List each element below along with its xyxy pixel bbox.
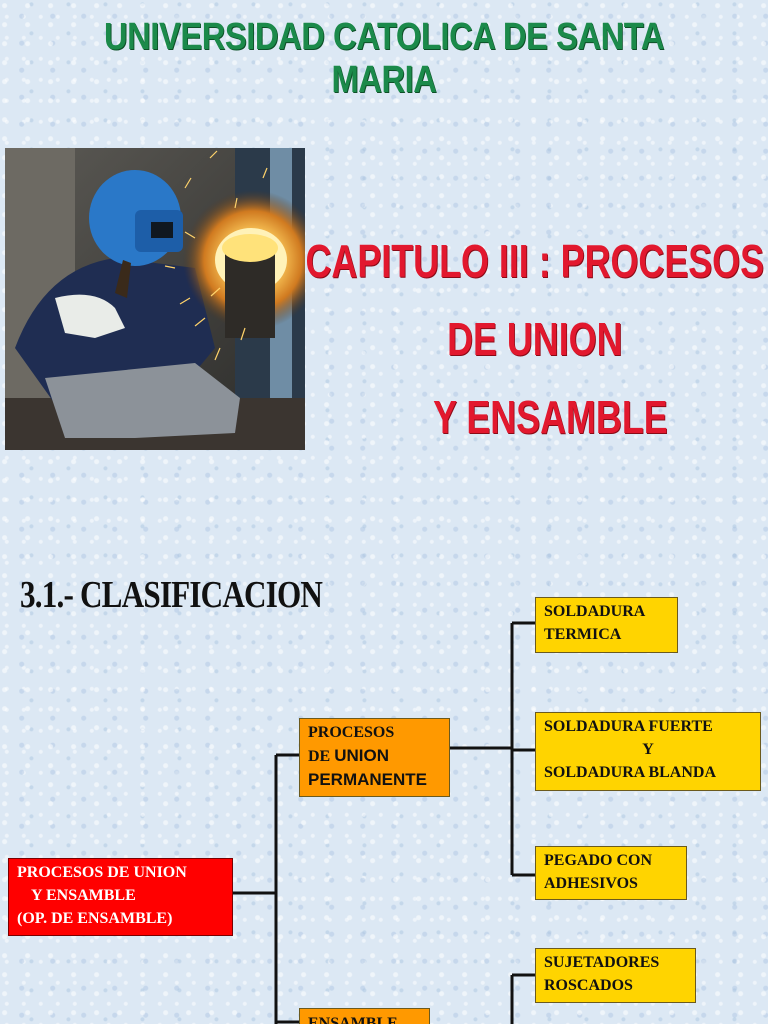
welder-illustration [5,148,305,450]
leaf-soldadura-fuerte-line1: SOLDADURA FUERTE [544,718,713,735]
leaf-soldadura-fuerte-blanda: SOLDADURA FUERTE Y SOLDADURA BLANDA [535,712,761,791]
leaf-soldadura-fuerte-line3: SOLDADURA BLANDA [544,764,717,781]
leaf-soldadura-termica: SOLDADURA TERMICA [535,597,678,653]
node-root-procesos-union-ensamble: PROCESOS DE UNION Y ENSAMBLE (OP. DE ENS… [8,858,233,936]
chapter-title: CAPITULO III : PROCESOS DE UNION Y ENSAM… [300,222,768,456]
node-root-line1: PROCESOS DE UNION [17,864,187,881]
leaf-soldadura-termica-line1: SOLDADURA [544,603,646,620]
node-root-line3: (OP. DE ENSAMBLE) [17,910,173,927]
node-root-line2: Y ENSAMBLE [31,887,136,904]
node-procesos-union-permanente: PROCESOS DE UNION PERMANENTE [299,718,450,797]
chapter-title-line2: Y ENSAMBLE [433,391,668,443]
leaf-pegado-adhesivos: PEGADO CON ADHESIVOS [535,846,687,900]
node-ensamble: ENSAMBLE [299,1008,430,1024]
node-permanent-line3: PERMANENTE [308,770,428,789]
welder-photo [5,148,305,450]
leaf-pegado-line2: ADHESIVOS [544,875,638,892]
node-permanent-line2a: DE [308,748,331,765]
leaf-sujetadores-line2: ROSCADOS [544,977,633,994]
university-title: UNIVERSIDAD CATOLICA DE SANTA MARIA [103,16,665,101]
leaf-sujetadores-roscados: SUJETADORES ROSCADOS [535,948,696,1003]
node-permanent-line2b: UNION [334,746,390,765]
leaf-pegado-line1: PEGADO CON [544,852,652,869]
chapter-title-line1: CAPITULO III : PROCESOS DE UNION [305,235,765,365]
section-heading: 3.1.- CLASIFICACION [20,574,323,616]
leaf-soldadura-fuerte-line2: Y [642,741,654,758]
leaf-soldadura-termica-line2: TERMICA [544,626,622,643]
leaf-sujetadores-line1: SUJETADORES [544,954,660,971]
node-permanent-line1: PROCESOS [308,724,395,741]
node-ensamble-label: ENSAMBLE [308,1015,398,1024]
